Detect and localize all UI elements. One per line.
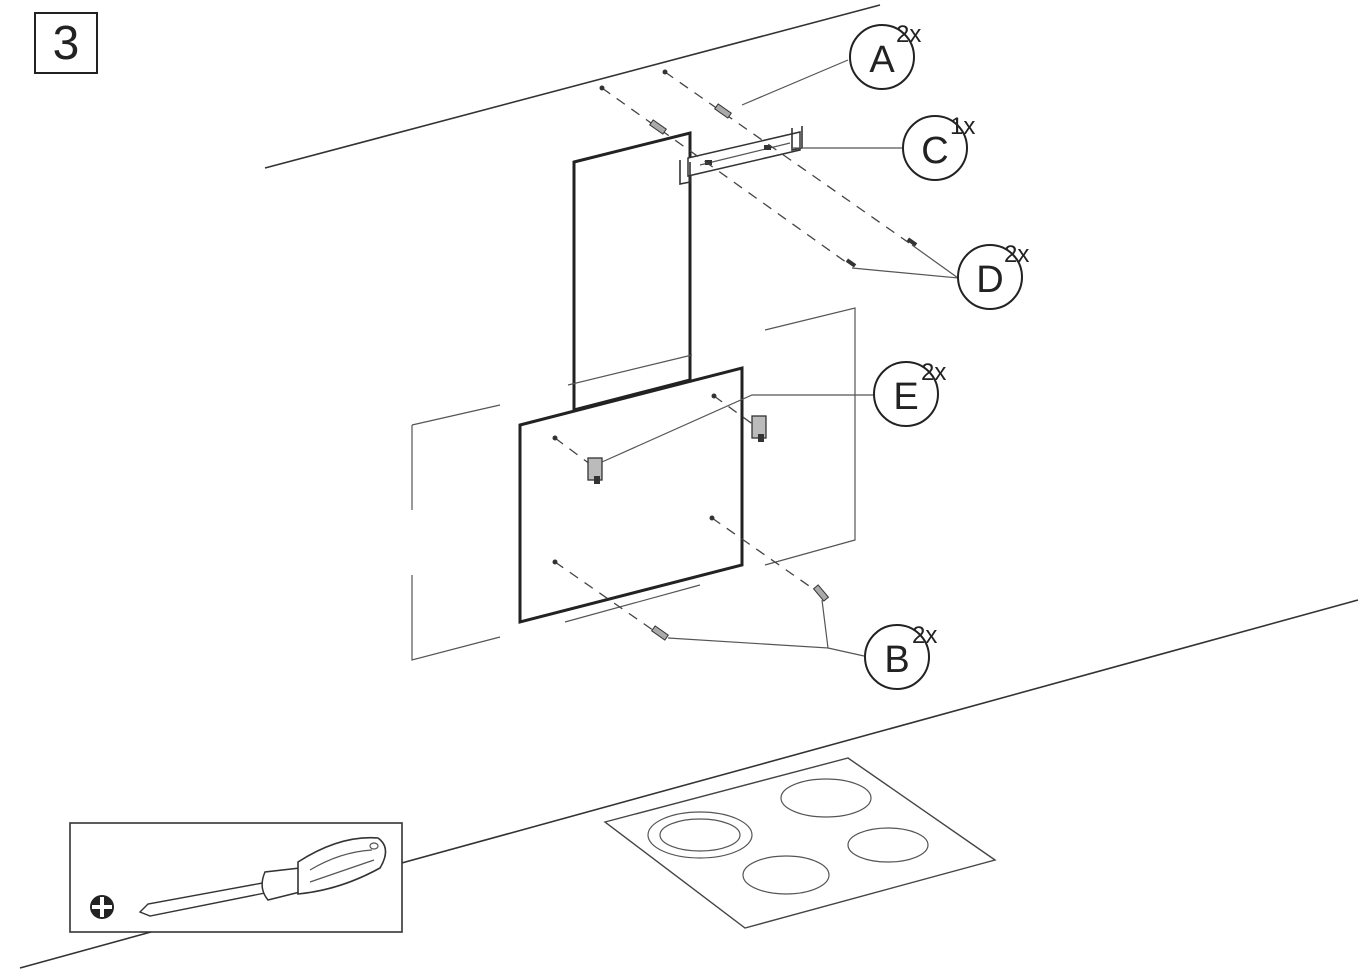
hanging-hook: [587, 415, 767, 484]
wall-plug-icon: [552, 69, 717, 565]
screw-icon: [649, 103, 918, 641]
phillips-screwdriver-icon: [138, 836, 387, 917]
step-number-label: 3: [52, 16, 80, 70]
callout-D: D 2x: [957, 241, 1029, 310]
wall-outline: [411, 307, 856, 661]
callout-letter: A: [869, 39, 895, 81]
chimney-duct: [567, 131, 693, 412]
callout-E: E 2x: [873, 359, 946, 427]
callout-quantity: 2x: [1004, 241, 1029, 268]
cooker-hood-panel: [518, 366, 744, 624]
ceiling-line: [264, 4, 881, 169]
callout-quantity: 2x: [921, 359, 946, 386]
callout-A: A 2x: [849, 21, 921, 90]
callout-letter: C: [921, 130, 948, 172]
callout-letter: D: [976, 259, 1003, 301]
callout-quantity: 2x: [912, 622, 937, 649]
callout-B: B 2x: [864, 622, 937, 690]
callout-quantity: 2x: [896, 21, 921, 48]
callout-letter: B: [884, 639, 909, 681]
callout-C: C 1x: [902, 113, 975, 181]
callout-quantity: 1x: [950, 113, 975, 140]
phillips-head-icon: [90, 895, 114, 919]
tool-panel: [69, 822, 403, 933]
callout-letter: E: [893, 376, 918, 418]
hob-icon: [603, 757, 997, 929]
step-number: 3: [34, 12, 98, 74]
wall-bracket: [679, 126, 803, 185]
